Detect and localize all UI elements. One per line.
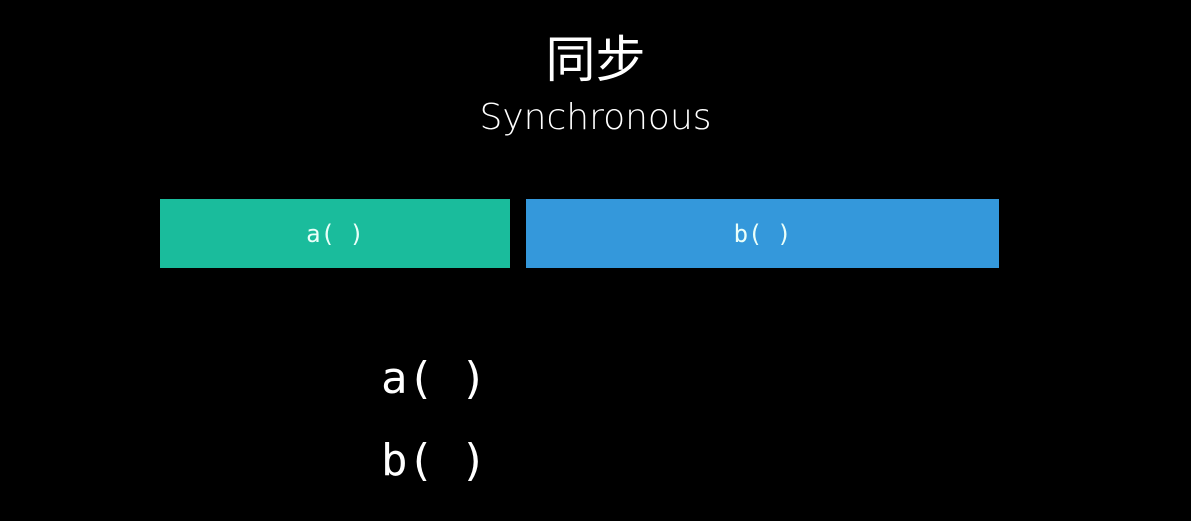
timeline-block-a: a( ) [160,199,510,268]
slide-subtitle: Synchronous [479,97,712,138]
slide-title: 同步 [545,31,646,89]
code-line-b: b( ) [381,435,487,486]
timeline-block-b-label: b( ) [733,219,792,248]
timeline-block-b: b( ) [526,199,999,268]
timeline-block-a-label: a( ) [306,219,364,248]
code-line-a: a( ) [381,353,487,404]
